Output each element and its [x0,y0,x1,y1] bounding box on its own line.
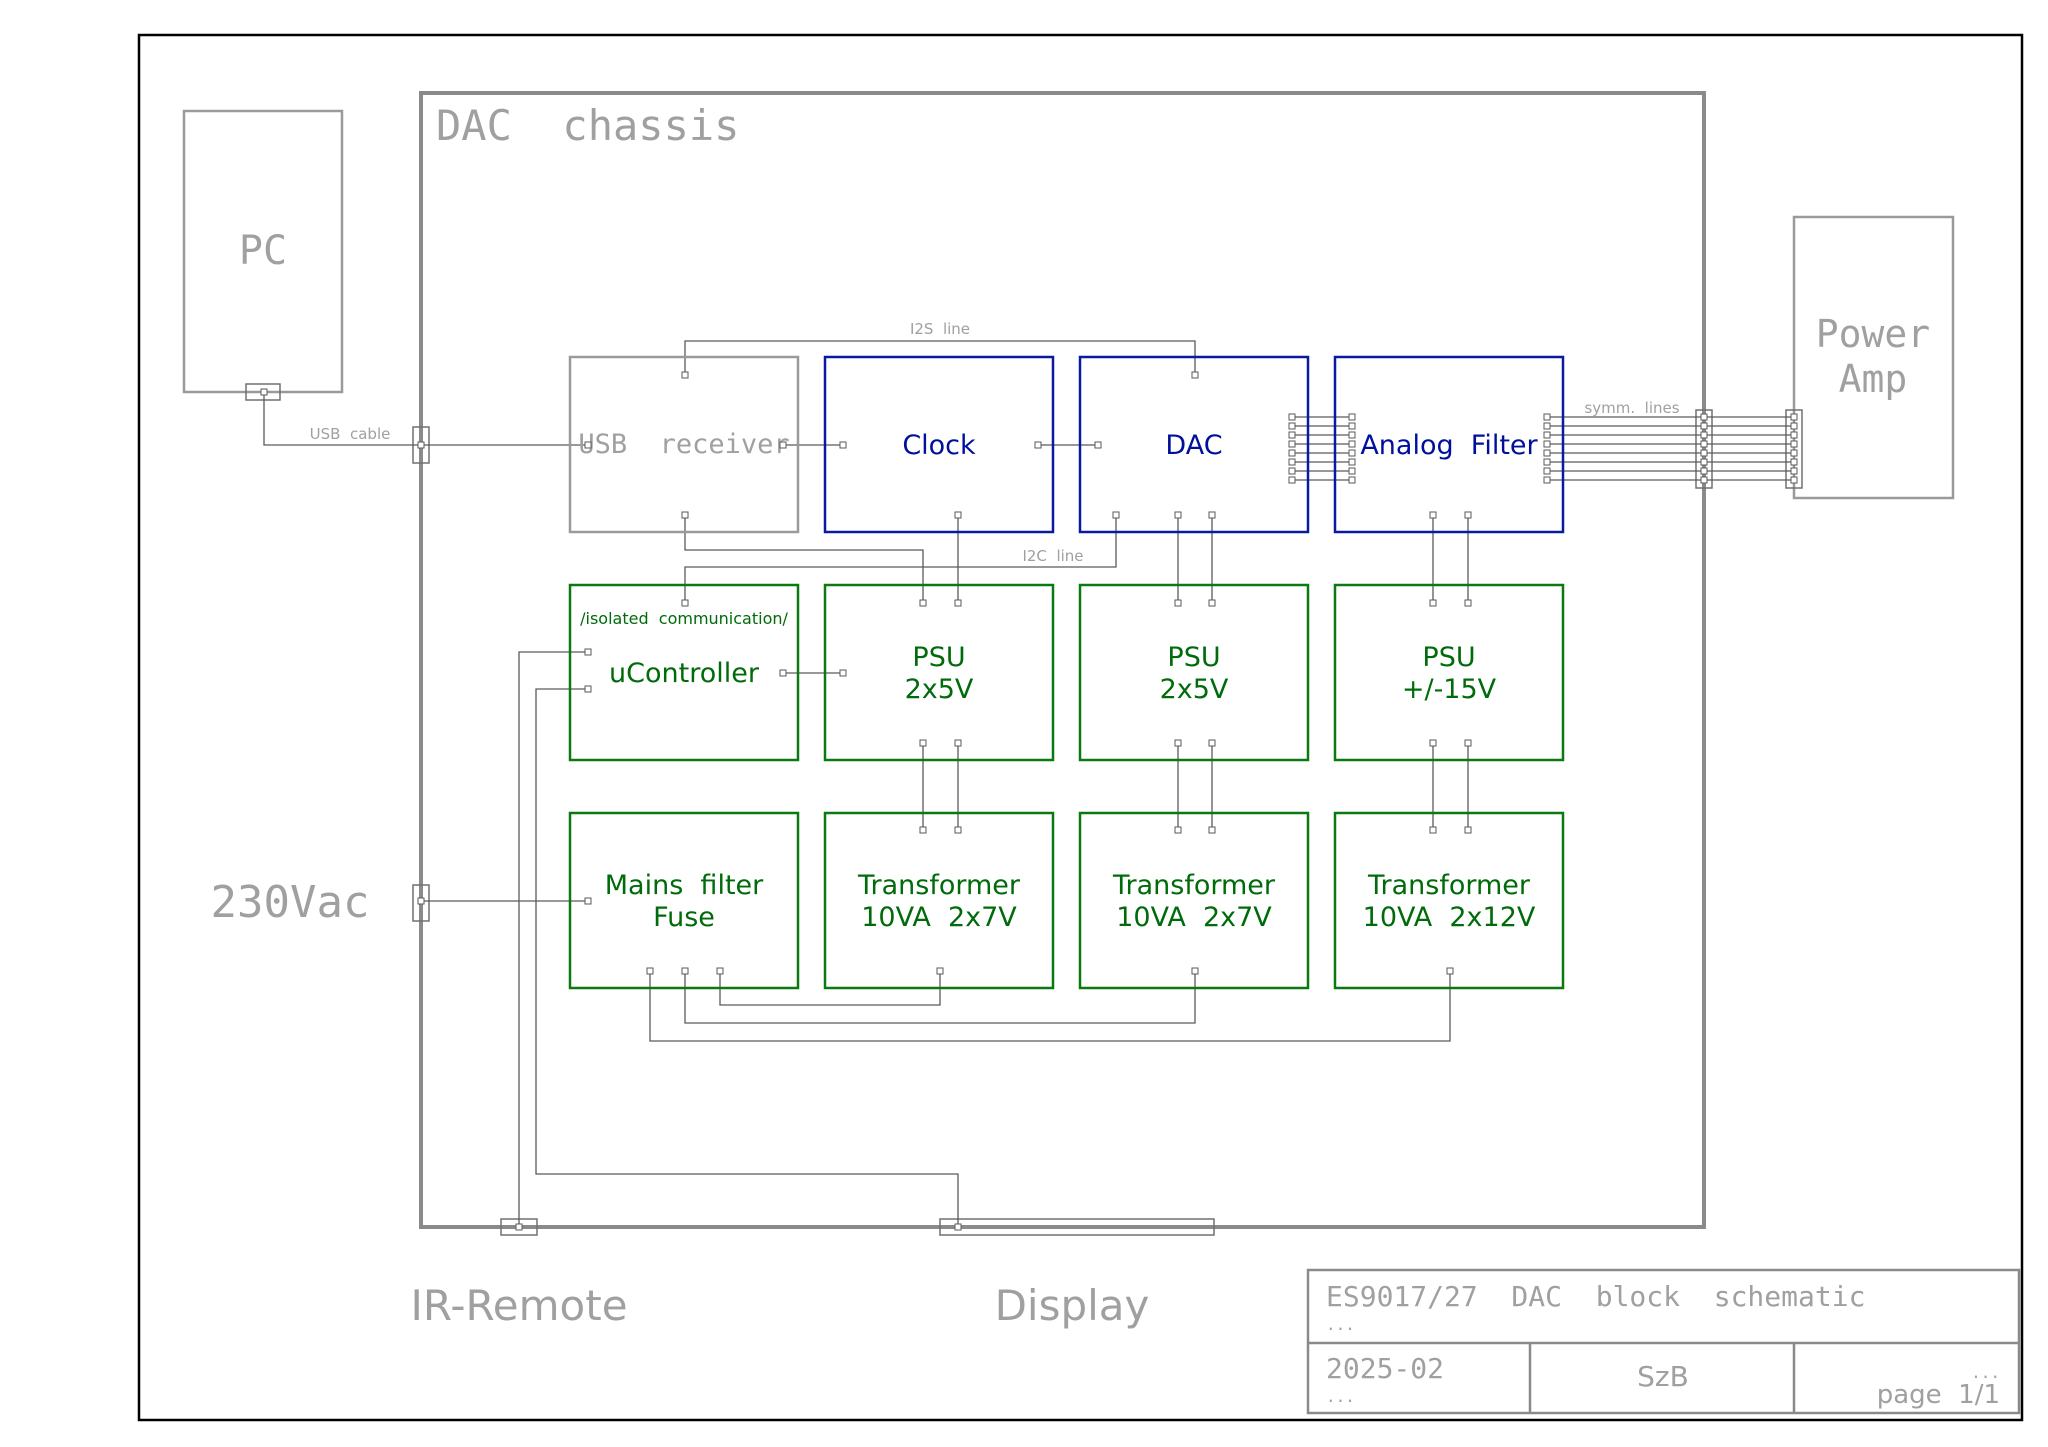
output-chassis-connector [1695,409,1713,489]
psu-3-label-1: PSU [1422,642,1475,673]
psu-1-label-1: PSU [912,642,965,673]
dac-chassis [419,91,1706,1229]
title-block-date: 2025-02 [1326,1352,1444,1385]
usb-receiver-block [568,355,800,534]
display-chassis-connector [939,1218,1215,1236]
ucontroller-label: uController [609,658,760,689]
transformer-1-block [823,811,1055,990]
power-amp-connector [1785,409,1803,489]
title-block-date-sub: ... [1326,1387,1355,1406]
usb-cable-label: USB cable [310,425,391,443]
mains-filter-block [568,811,800,990]
power-amp-label-1: Power [1816,312,1930,356]
pc-label: PC [239,228,287,274]
ucontroller-note: /isolated communication/ [580,609,788,628]
display-label: Display [995,1281,1150,1330]
transformer-1-label-1: Transformer [857,870,1021,901]
chassis-title: DAC chassis [436,101,739,150]
transformer-3-label-2: 10VA 2x12V [1363,902,1536,933]
transformer-2-block [1078,811,1310,990]
pc-usb-port [245,383,281,401]
psu-2-label-1: PSU [1167,642,1220,673]
usb-receiver-label: USB receiver [578,429,789,460]
title-block-title: ES9017/27 DAC block schematic [1326,1280,1865,1313]
sheet-frame [137,33,2024,1422]
power-amp-box [1792,215,1955,500]
dac-label: DAC [1165,430,1222,461]
mains-filter-label-1: Mains filter [605,870,764,901]
title-block-page-dots: ... [1971,1363,2000,1382]
psu-1-label-2: 2x5V [905,674,974,705]
pin-markers [260,371,1798,1231]
dac-block [1078,355,1310,534]
transformer-3-label-1: Transformer [1367,870,1531,901]
mains-chassis-connector [412,884,430,922]
symm-lines-label: symm. lines [1584,399,1679,417]
transformer-1-label-2: 10VA 2x7V [861,902,1017,933]
title-block [1306,1268,2021,1415]
i2c-line-label: I2C line [1022,547,1083,565]
ir-remote-label: IR-Remote [410,1281,627,1330]
mains-filter-label-2: Fuse [653,902,715,933]
psu-3-block [1333,583,1565,762]
wires [263,340,1794,1227]
i2s-line-label: I2S line [910,320,970,338]
mains-label: 230Vac [211,877,370,928]
clock-block [823,355,1055,534]
title-block-author: SzB [1637,1360,1689,1393]
transformer-2-label-1: Transformer [1112,870,1276,901]
analog-filter-label: Analog Filter [1360,430,1538,461]
psu-1-block [823,583,1055,762]
transformer-3-block [1333,811,1565,990]
analog-filter-block [1333,355,1565,534]
ucontroller-block [568,583,800,762]
transformer-2-label-2: 10VA 2x7V [1116,902,1272,933]
title-block-page: page 1/1 [1877,1380,2000,1410]
psu-3-label-2: +/-15V [1402,674,1497,705]
psu-2-block [1078,583,1310,762]
title-block-title-sub: ... [1326,1315,1355,1334]
psu-2-label-2: 2x5V [1160,674,1229,705]
power-amp-label-2: Amp [1839,357,1908,401]
clock-label: Clock [902,430,976,461]
